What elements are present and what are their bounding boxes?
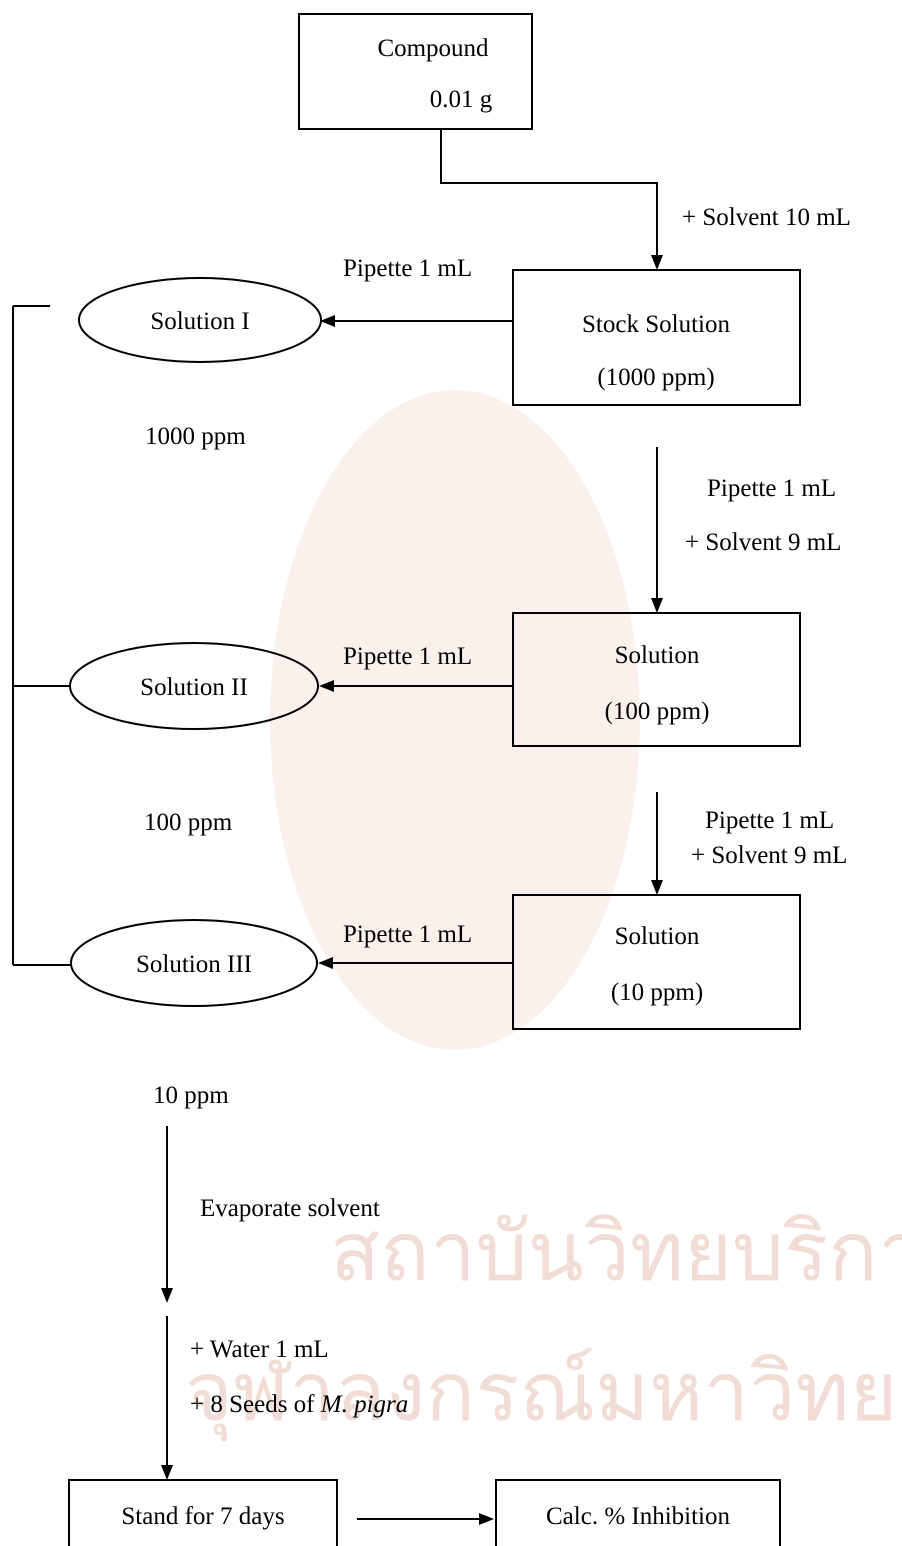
connector-solution-100-to-solution-10 (651, 792, 663, 895)
step-add-water: + Water 1 mL (190, 1336, 329, 1363)
compound-node: Compound 0.01 g (298, 13, 533, 130)
calc-label: Calc. % Inhibition (546, 1503, 730, 1530)
step-add-seeds-species: M. pigra (320, 1391, 409, 1418)
stock-solution-concentration: (1000 ppm) (597, 364, 714, 391)
watermark-emblem (270, 390, 640, 1050)
stand-box (68, 1479, 338, 1546)
arrowhead-down (651, 255, 663, 270)
step-add-solvent-10: + Solvent 10 mL (682, 204, 851, 231)
connector-stand-to-calc (357, 1513, 494, 1525)
connector-water-seeds (161, 1316, 173, 1480)
calc-box (495, 1479, 781, 1546)
connector-stock-to-solution-100 (651, 447, 663, 613)
step-pipette-to-solution-iii: Pipette 1 mL (343, 921, 472, 948)
solution-100-box (512, 612, 801, 747)
step-pipette-to-solution-i: Pipette 1 mL (343, 255, 472, 282)
arrowhead-down (651, 880, 663, 895)
arrowhead-left (319, 680, 334, 692)
watermark-text-line2: จุฬาลงกรณ์มหาวิทยาลัย (185, 1345, 902, 1442)
compound-label: Compound (377, 35, 489, 62)
stand-node: Stand for 7 days (68, 1479, 338, 1546)
arrowhead-right (479, 1513, 494, 1525)
connector-line (440, 130, 658, 255)
stock-solution-label: Stock Solution (582, 311, 730, 338)
solution-iii-ellipse (70, 919, 318, 1007)
solution-100-label: Solution (615, 642, 700, 669)
arrowhead-down (161, 1288, 173, 1303)
watermark: สถาบันวิทยบริการ จุฬาลงกรณ์มหาวิทยาลัย (185, 390, 902, 1442)
step-dilution-2-pipette: Pipette 1 mL (705, 807, 834, 834)
solution-ii-label: Solution II (140, 674, 248, 701)
compound-box (298, 13, 533, 130)
step-add-seeds: + 8 Seeds of M. pigra (190, 1391, 408, 1418)
solution-10-node: Solution (10 ppm) (512, 894, 801, 1030)
arrowhead-left (320, 315, 335, 327)
solution-i-concentration: 1000 ppm (145, 423, 246, 450)
solutions-bracket (12, 305, 71, 966)
watermark-text-line1: สถาบันวิทยบริการ (330, 1205, 902, 1300)
solution-10-label: Solution (615, 923, 700, 950)
connector-solution-10-to-solution-iii (318, 957, 513, 969)
connector-compound-to-stock (440, 130, 663, 270)
arrowhead-left (318, 957, 333, 969)
connector-evaporate (161, 1126, 173, 1303)
stock-solution-box (512, 269, 801, 406)
step-evaporate: Evaporate solvent (200, 1195, 380, 1222)
connector-solution-100-to-solution-ii (319, 680, 513, 692)
arrowhead-down (651, 598, 663, 613)
stand-label: Stand for 7 days (121, 1503, 284, 1530)
solution-i-ellipse (78, 277, 322, 363)
solution-i-node: Solution I (78, 277, 322, 363)
arrowhead-down (161, 1465, 173, 1480)
step-dilution-2-solvent: + Solvent 9 mL (691, 842, 847, 869)
solution-10-concentration: (10 ppm) (611, 979, 703, 1006)
solution-iii-concentration: 10 ppm (153, 1082, 229, 1109)
step-add-seeds-prefix: + 8 Seeds of (190, 1391, 321, 1418)
step-dilution-1-solvent: + Solvent 9 mL (685, 529, 841, 556)
compound-amount: 0.01 g (430, 86, 493, 113)
solution-iii-label: Solution III (136, 951, 252, 978)
step-pipette-to-solution-ii: Pipette 1 mL (343, 643, 472, 670)
connector-stock-to-solution-i (320, 315, 513, 327)
solution-i-label: Solution I (150, 308, 249, 335)
solution-100-concentration: (100 ppm) (605, 698, 710, 725)
step-dilution-1-pipette: Pipette 1 mL (707, 475, 836, 502)
stock-solution-node: Stock Solution (1000 ppm) (512, 269, 801, 406)
solution-ii-concentration: 100 ppm (144, 809, 233, 836)
solution-iii-node: Solution III (70, 919, 318, 1007)
calc-node: Calc. % Inhibition (495, 1479, 781, 1546)
solution-100-node: Solution (100 ppm) (512, 612, 801, 747)
